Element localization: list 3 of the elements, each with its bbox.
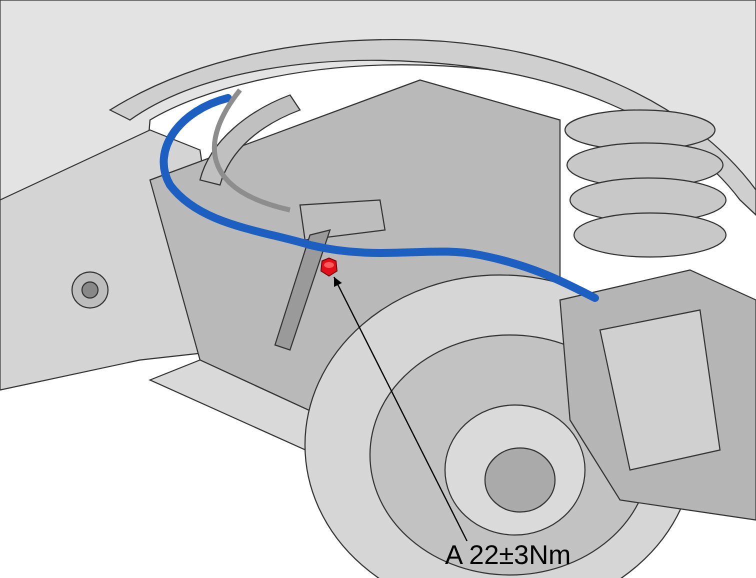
callout-label: A 22±3Nm [445, 542, 655, 574]
leader-line [333, 276, 468, 542]
bolt-drawing [319, 257, 339, 277]
